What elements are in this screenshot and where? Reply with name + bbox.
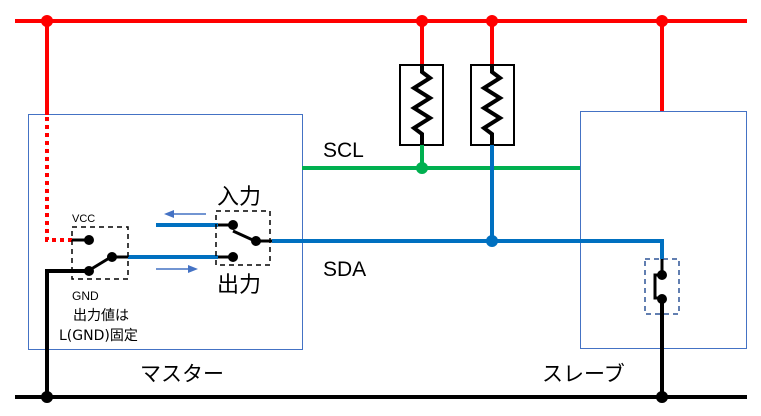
sda-junction	[486, 235, 498, 247]
gnd-master-wire	[45, 269, 89, 397]
master-box	[28, 114, 303, 350]
scl-junction	[416, 162, 428, 174]
vcc-junction	[486, 15, 498, 27]
note-line-2: L(GND)固定	[59, 328, 138, 344]
output-label: 出力	[217, 273, 261, 298]
slave-open-drain-switch	[653, 259, 667, 397]
pullup-resistor-sda	[470, 64, 515, 146]
arrow-left-icon	[164, 210, 206, 218]
sda-label: SDA	[323, 258, 366, 281]
vcc-junction	[41, 15, 53, 27]
vcc-junction	[656, 15, 668, 27]
pullup-resistor-scl	[399, 64, 444, 146]
gnd-junction	[41, 391, 53, 403]
slave-label: スレーブ	[542, 362, 625, 386]
vcc-junction	[416, 15, 428, 27]
scl-label: SCL	[323, 139, 364, 162]
note-line-1: 出力値は	[73, 308, 129, 324]
vcc-dotted-master	[45, 117, 72, 242]
sda-line	[272, 239, 664, 259]
arrow-right-icon	[156, 265, 198, 273]
master-io-switch-frame	[215, 210, 271, 266]
master-output-switch	[72, 235, 128, 276]
master-io-switch	[218, 220, 272, 262]
input-label: 入力	[217, 185, 261, 210]
vcc-label: VCC	[72, 213, 95, 225]
master-label: マスター	[140, 362, 224, 386]
gnd-label: GND	[72, 289, 99, 303]
master-output-switch-frame	[71, 226, 129, 280]
